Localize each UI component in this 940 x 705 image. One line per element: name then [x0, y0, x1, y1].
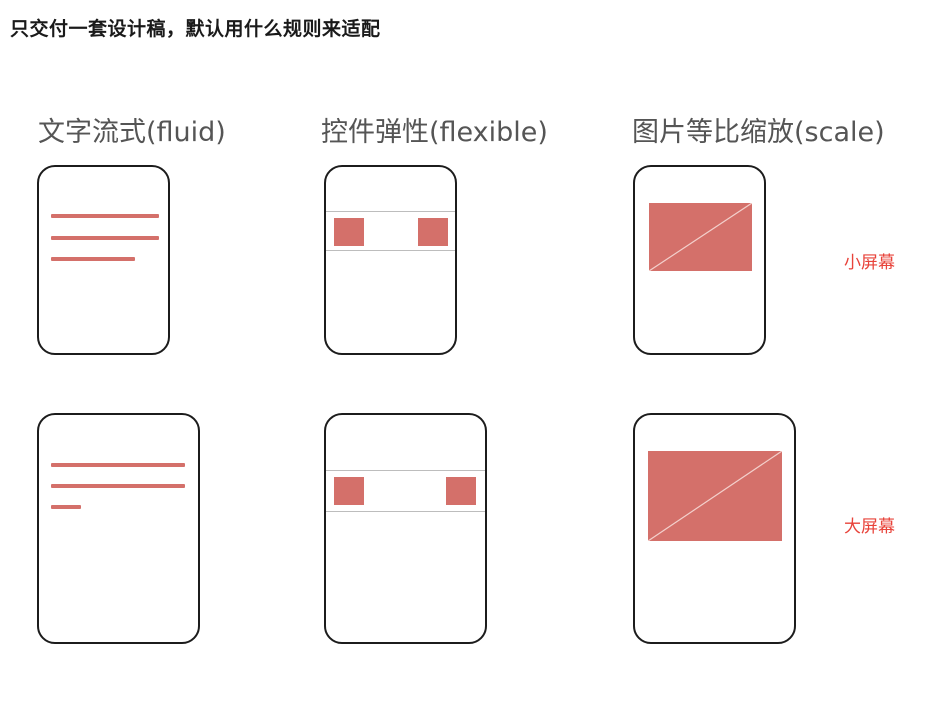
text-line: [51, 463, 185, 467]
text-line: [51, 505, 81, 509]
column-title-flexible: 控件弹性(flexible): [321, 117, 548, 148]
fluid-small-phone: [37, 165, 170, 355]
control-block-left: [334, 477, 364, 505]
flexible-small-phone: [324, 165, 457, 355]
row-label-large-screen: 大屏幕: [844, 517, 895, 537]
text-line: [51, 257, 135, 261]
fluid-large-phone: [37, 413, 200, 644]
column-title-fluid: 文字流式(fluid): [38, 117, 226, 148]
scaled-image: [648, 451, 782, 541]
column-title-scale: 图片等比缩放(scale): [632, 117, 885, 148]
control-block-right: [446, 477, 476, 505]
image-placeholder-icon: [649, 203, 752, 271]
scale-large-phone: [633, 413, 796, 644]
scale-small-phone: [633, 165, 766, 355]
control-block-left: [334, 218, 364, 246]
text-line: [51, 484, 185, 488]
text-line: [51, 214, 159, 218]
text-line: [51, 236, 159, 240]
image-placeholder-icon: [648, 451, 782, 541]
control-bar: [326, 470, 485, 512]
scaled-image: [649, 203, 752, 271]
page-heading: 只交付一套设计稿，默认用什么规则来适配: [10, 18, 381, 40]
row-label-small-screen: 小屏幕: [844, 253, 895, 273]
control-bar: [326, 211, 455, 251]
control-block-right: [418, 218, 448, 246]
flexible-large-phone: [324, 413, 487, 644]
